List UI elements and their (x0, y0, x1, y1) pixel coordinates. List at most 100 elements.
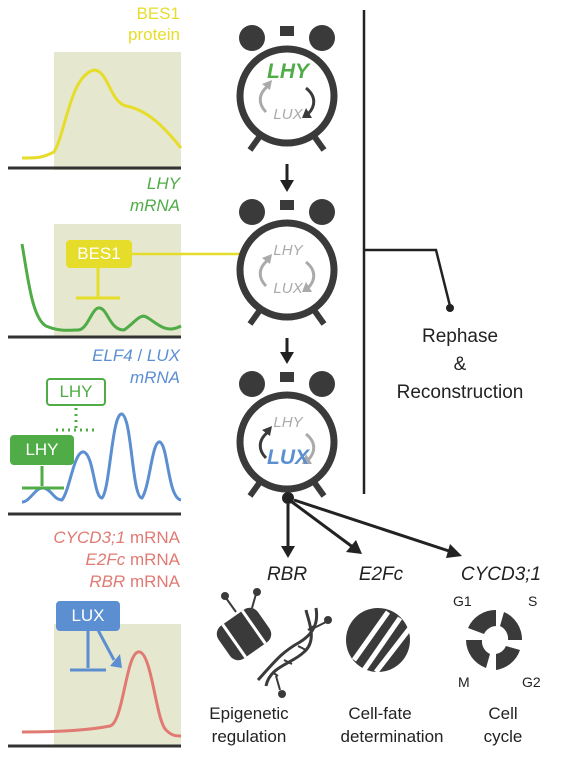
rephase-connector-dot (446, 304, 454, 312)
bes1-title-line2: protein (128, 25, 180, 44)
clock-top-leg-right (311, 134, 327, 152)
branch-arrow-cycd-head (446, 544, 462, 558)
target-gene-e2fc: E2Fc (358, 564, 404, 585)
nucleosome-body (216, 607, 272, 661)
dna-methyl-2 (313, 621, 327, 629)
outcome-e2fc-line2: determination (340, 727, 444, 746)
clock-bottom-face (236, 391, 338, 493)
dna-rung-2 (283, 659, 293, 665)
clock-top-knob (280, 26, 294, 36)
clock-bottom-main-label: LUX (267, 446, 309, 469)
arrow-middle-to-bottom-head (280, 352, 294, 364)
elf4-title-line2: mRNA (129, 368, 180, 387)
cell-cycle-icon (466, 609, 523, 670)
clock-top-bell-left (239, 25, 265, 51)
dna-methyl-mark-2 (324, 616, 332, 624)
phase-s: S (528, 593, 538, 609)
phase-m: M (458, 674, 470, 690)
clock-bottom-leg-right (311, 480, 327, 498)
bes1-protein-curve (21, 68, 183, 160)
histone-tail-1 (225, 597, 237, 613)
clock-top-cycle-arrow-right (305, 86, 316, 116)
clock-middle-bell-left (239, 199, 265, 225)
lhy-outline-box: LHY (46, 378, 106, 406)
outcome-e2fc-line1: Cell-fate (348, 704, 412, 723)
clock-middle (236, 199, 338, 326)
cycd-title-line3: RBR mRNA (89, 572, 180, 592)
clock-top (236, 25, 338, 152)
cycd-gene-name: CYCD3;1 (53, 528, 126, 547)
clock-middle-main-label: LHY (273, 242, 303, 259)
clock-bottom-knob (280, 372, 294, 382)
target-gene-cycd: CYCD3;1 (460, 564, 542, 585)
cycd-title-line2: E2Fc mRNA (86, 550, 180, 570)
histone-mark-1 (221, 592, 229, 600)
clock-middle-bell-right (309, 199, 335, 225)
clock-middle-leg-left (247, 308, 263, 326)
phase-g1: G1 (453, 593, 472, 609)
histone-mark-2 (253, 588, 261, 596)
cell-cycle-arc-2 (500, 612, 523, 640)
clock-bottom-leg-left (247, 480, 263, 498)
nucleosome-stripe-1 (221, 623, 247, 659)
clock-bottom-cycle-arrowhead-right (302, 454, 312, 464)
clock-top-cycle-arrow-left (258, 84, 269, 114)
clock-bottom-bell-right (309, 371, 335, 397)
elf4-title-line1: ELF4 / LUX (92, 346, 180, 366)
e2fc-suffix: mRNA (125, 550, 180, 569)
cell-fate-stripe-3 (374, 626, 412, 674)
cell-cycle-arc-4 (466, 640, 490, 668)
cell-cycle-arc-3 (496, 646, 520, 670)
e2fc-gene-name: E2Fc (85, 550, 126, 569)
cell-fate-stripe-1 (351, 610, 391, 662)
cycd-title-line1: CYCD3;1 mRNA (53, 528, 180, 548)
clock-middle-face (236, 219, 338, 321)
dna-methyl-mark-1 (278, 690, 286, 698)
rephase-line1: Rephase (421, 326, 499, 347)
dna-rung-3 (297, 645, 307, 651)
target-gene-rbr: RBR (266, 564, 308, 585)
cell-fate-stripe-2 (361, 616, 403, 672)
histone-tail-2 (251, 593, 257, 609)
clock-top-leg-left (247, 134, 263, 152)
lhy-title-line2: mRNA (129, 196, 180, 215)
clock-bottom-sub-label: LHY (273, 414, 303, 431)
arrow-top-to-middle-head (280, 180, 294, 192)
clock-top-cycle-arrowhead-left (262, 80, 272, 90)
clock-bottom-cycle-arrow-left (258, 430, 269, 460)
epigenetic-icon (216, 588, 332, 698)
cycd-suffix: mRNA (125, 528, 180, 547)
outcome-rbr-line2: regulation (211, 727, 287, 746)
cycd-shade (54, 624, 181, 746)
clock-top-cycle-arrowhead-right (302, 108, 312, 118)
branch-node (282, 492, 294, 504)
clock-middle-cycle-arrowhead-right (302, 282, 312, 292)
dna-rung-4 (307, 625, 315, 631)
bes1-shade (54, 52, 181, 170)
phase-g2: G2 (522, 674, 541, 690)
lux-activate-arrowhead (110, 654, 122, 668)
clock-bottom-cycle-arrow-right (305, 432, 316, 462)
lhy-filled-box: LHY (10, 435, 74, 465)
branch-arrow-e2fc-stem (291, 500, 355, 550)
lux-box: LUX (56, 601, 120, 631)
rephase-connector (364, 248, 452, 307)
clock-middle-cycle-arrow-right (305, 260, 316, 290)
dna-strand-a (256, 607, 319, 682)
outcome-cycd-line2: cycle (483, 727, 523, 746)
dna-methyl-1 (275, 675, 281, 691)
rbr-gene-name: RBR (89, 572, 126, 591)
cell-fate-icon (346, 608, 412, 674)
branch-arrow-cycd-stem (293, 498, 453, 554)
rephase-line2: & (453, 354, 467, 375)
clock-top-sub-label: LUX (273, 106, 303, 123)
branch-arrow-rbr-head (281, 546, 295, 558)
clock-bottom-bell-left (239, 371, 265, 397)
branch-arrow-e2fc-head (346, 540, 362, 554)
rephase-line3: Reconstruction (396, 382, 524, 403)
nucleosome-stripe-2 (241, 609, 267, 645)
lux-gene-name: LUX (146, 346, 180, 365)
clock-top-main-label: LHY (267, 60, 309, 83)
outcome-rbr-line1: Epigenetic (209, 704, 289, 723)
clock-middle-knob (280, 200, 294, 210)
